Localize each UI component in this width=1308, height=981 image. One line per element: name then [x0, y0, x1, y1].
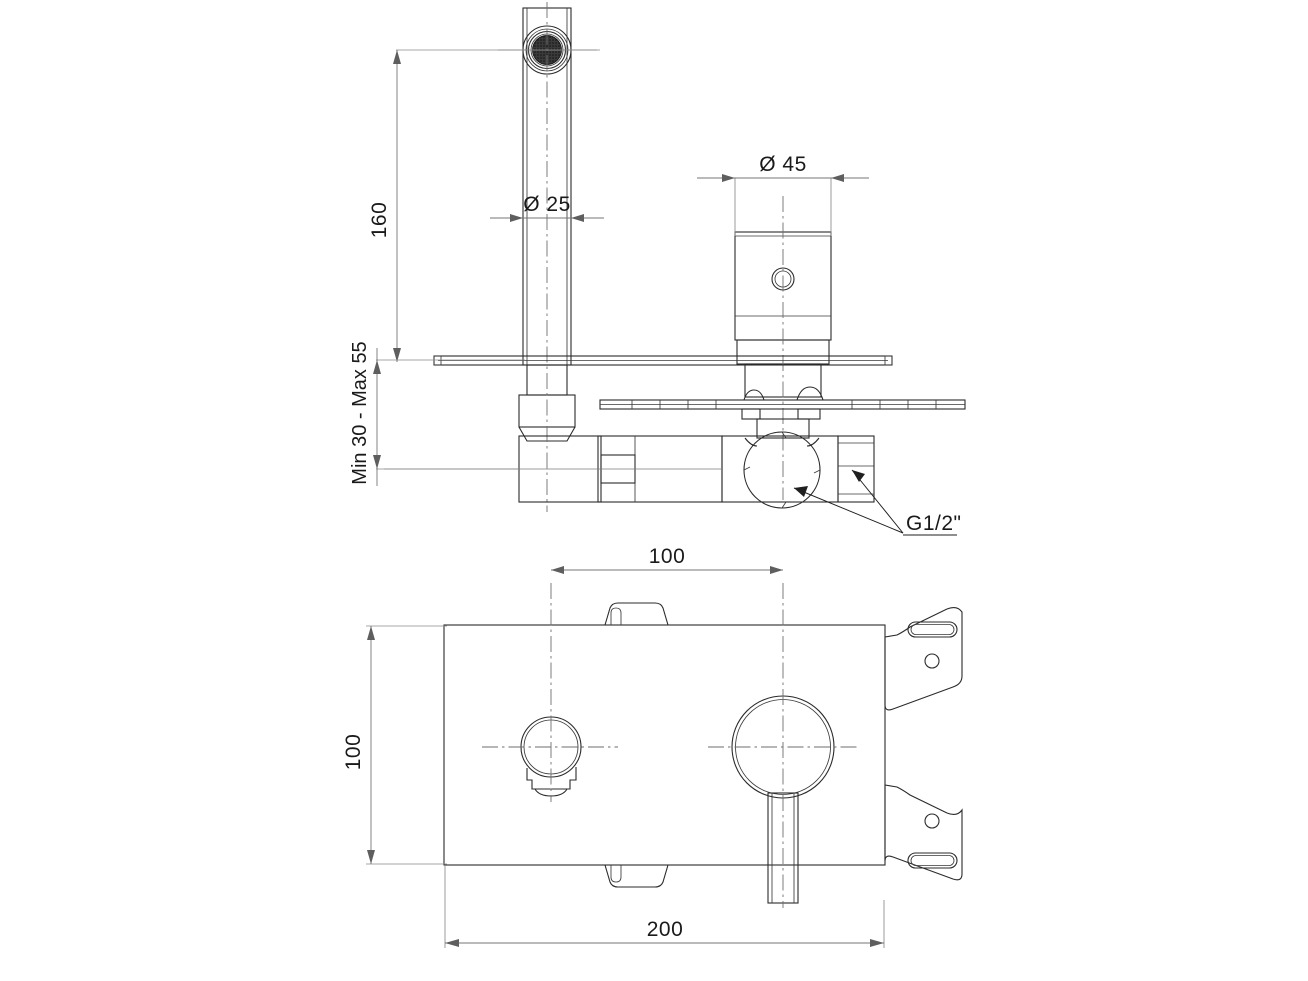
callout-g12: G1/2": [793, 469, 961, 536]
dimension-100-horizontal: 100: [551, 545, 783, 574]
dimension-dia-45: Ø 45: [697, 153, 869, 236]
mounting-plate: [599, 386, 966, 420]
dimension-160: 160: [368, 49, 600, 362]
plate-tab-top: [604, 602, 669, 626]
mounting-bracket-bottom: [884, 784, 963, 881]
dimension-dia-25: Ø 25: [490, 193, 604, 222]
dim-dia-45-label: Ø 45: [759, 153, 807, 176]
front-plan-view: 100 100 200: [342, 545, 963, 948]
dim-100-vertical-label: 100: [342, 734, 365, 771]
mounting-bracket-top: [884, 606, 963, 711]
escutcheon-plate: [443, 624, 886, 866]
dim-160-label: 160: [368, 202, 391, 239]
dim-min-max-label: Min 30 - Max 55: [349, 341, 371, 484]
dimension-min-max: Min 30 - Max 55: [349, 341, 525, 486]
callout-g12-label: G1/2": [906, 512, 961, 535]
dim-200-label: 200: [647, 918, 684, 941]
dimension-200: 200: [444, 866, 885, 948]
dim-dia-25-label: Ø 25: [523, 193, 571, 216]
dim-100-horizontal-label: 100: [649, 545, 686, 568]
cover-plate: [433, 355, 893, 366]
plate-tab-bottom: [604, 864, 669, 888]
dimension-100-vertical: 100: [342, 625, 447, 865]
side-elevation-view: 160 Ø 25 Ø 45: [349, 2, 966, 536]
